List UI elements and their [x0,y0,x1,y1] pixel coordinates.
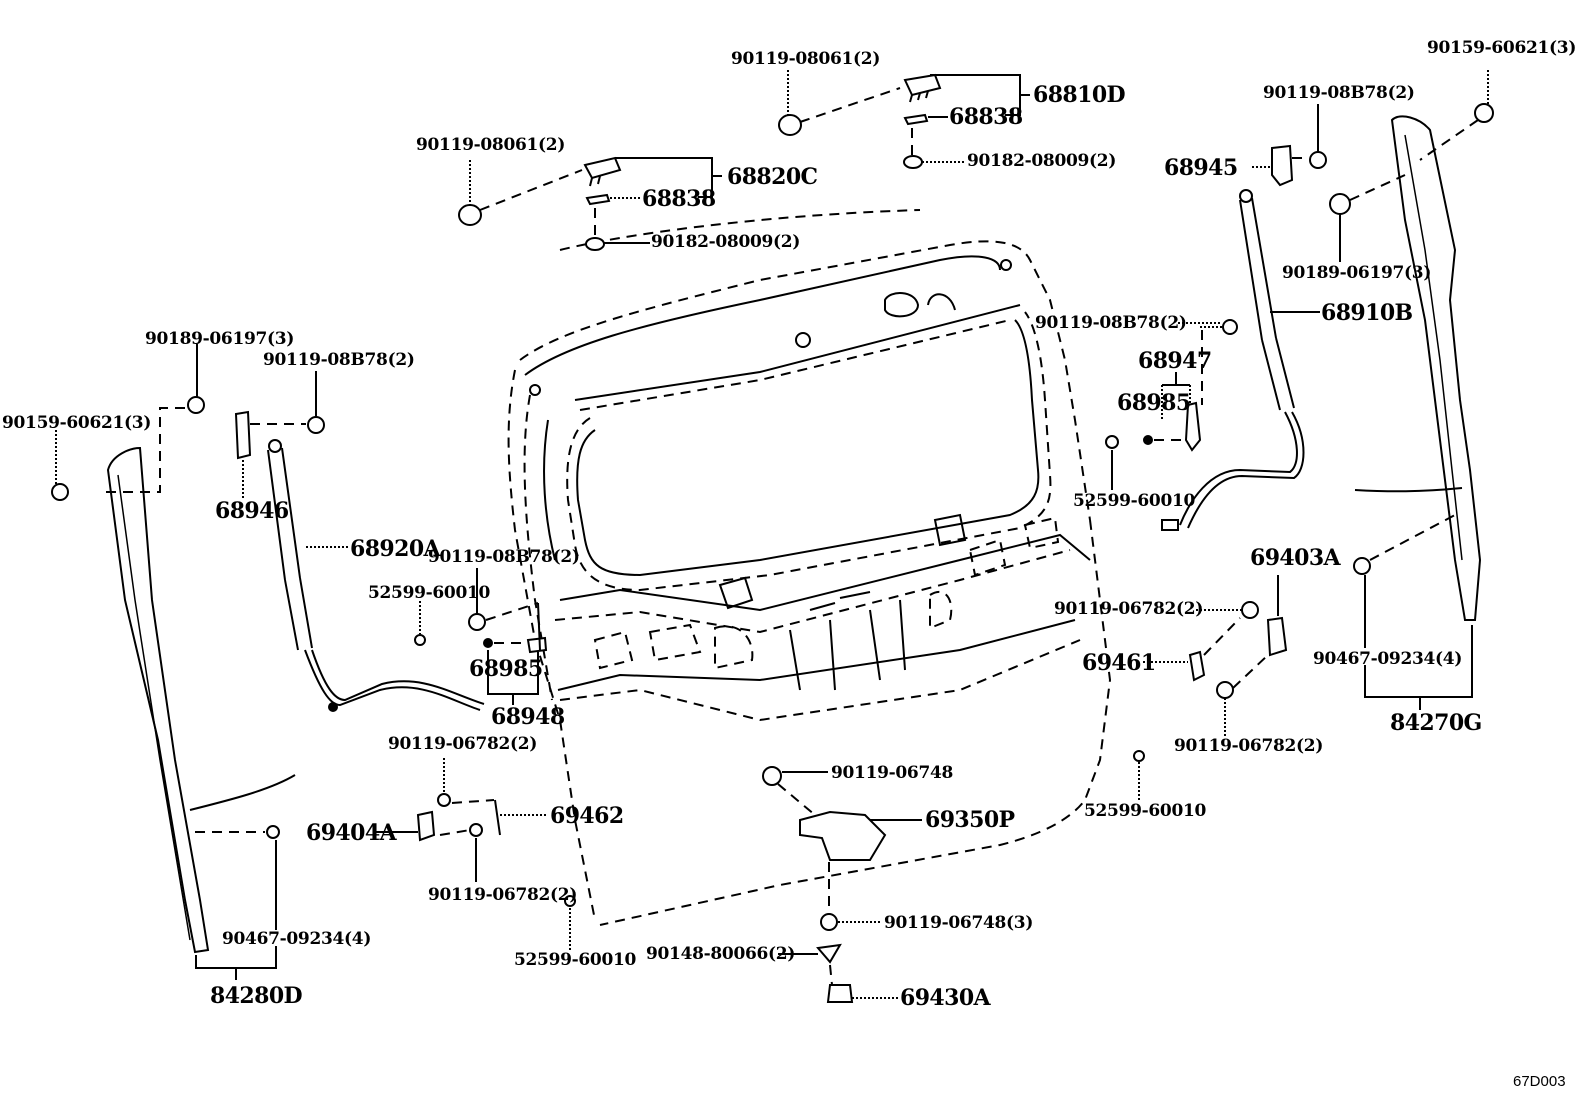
callout-90159-60621-left[interactable]: 90159-60621(3) [2,413,152,433]
callout-68945[interactable]: 68945 [1164,155,1238,181]
hinge-right [778,73,942,169]
callout-90189-06197-right[interactable]: 90189-06197(3) [1282,263,1432,283]
callout-68948[interactable]: 68948 [491,704,565,730]
callout-69461[interactable]: 69461 [1082,650,1156,676]
callout-68838-left[interactable]: 68838 [642,186,716,212]
callout-90159-60621-right[interactable]: 90159-60621(3) [1427,38,1577,58]
back-door-panel [507,209,1112,926]
callout-68985-left[interactable]: 68985 [469,656,543,682]
callout-84280D[interactable]: 84280D [210,983,303,1009]
callout-68838-right[interactable]: 68838 [949,104,1023,130]
callout-90119-08B78-top-right[interactable]: 90119-08B78(2) [1263,83,1415,103]
callout-90182-08009-left[interactable]: 90182-08009(2) [651,232,801,252]
callout-90119-06782-lower-right[interactable]: 90119-06782(2) [1174,736,1324,756]
fasteners [51,103,1494,1003]
callout-52599-60010-left[interactable]: 52599-60010 [368,583,491,603]
callout-90119-08B78-mid-left[interactable]: 90119-08B78(2) [428,547,580,567]
callout-90189-06197-left[interactable]: 90189-06197(3) [145,329,295,349]
callout-69462[interactable]: 69462 [550,803,624,829]
callout-90119-06782-upper-right[interactable]: 90119-06782(2) [1054,599,1204,619]
callout-90467-09234-left[interactable]: 90467-09234(4) [222,929,372,949]
callout-90119-08B78-left[interactable]: 90119-08B78(2) [263,350,415,370]
hinge-left [458,156,622,251]
leader-lines [55,70,1489,999]
callout-68947[interactable]: 68947 [1138,348,1212,374]
callout-52599-60010-bottom[interactable]: 52599-60010 [514,950,637,970]
callout-84270G[interactable]: 84270G [1390,710,1482,736]
callout-69404A[interactable]: 69404A [306,820,397,846]
callout-68820C[interactable]: 68820C [727,164,818,190]
callout-69430A[interactable]: 69430A [900,985,991,1011]
callout-90119-06782-lower-left[interactable]: 90119-06782(2) [428,885,578,905]
callout-52599-60010-lower-right[interactable]: 52599-60010 [1084,801,1207,821]
callout-90119-08061-right[interactable]: 90119-08061(2) [731,49,881,69]
garnish-right [1354,115,1482,621]
callout-90148-80066[interactable]: 90148-80066(2) [646,944,796,964]
callout-68946[interactable]: 68946 [215,498,289,524]
gas-strut-left [267,439,485,712]
callout-90119-08061-left[interactable]: 90119-08061(2) [416,135,566,155]
callout-68910B[interactable]: 68910B [1321,300,1413,326]
callout-68920A[interactable]: 68920A [350,536,441,562]
callout-90467-09234-right[interactable]: 90467-09234(4) [1313,649,1463,669]
callout-68985-right[interactable]: 68985 [1117,390,1191,416]
callout-90119-06748-3[interactable]: 90119-06748(3) [884,913,1034,933]
gas-strut-right [1161,189,1305,531]
callout-69350P[interactable]: 69350P [925,807,1015,833]
callout-90119-08B78-mid-right[interactable]: 90119-08B78(2) [1035,313,1187,333]
callout-90182-08009-right[interactable]: 90182-08009(2) [967,151,1117,171]
garnish-left [106,446,296,954]
callout-68810D[interactable]: 68810D [1033,82,1126,108]
callout-90119-06782-upper-left[interactable]: 90119-06782(2) [388,734,538,754]
callout-90119-06748[interactable]: 90119-06748 [831,763,954,783]
figure-code: 67D003 [1513,1073,1566,1090]
callout-69403A[interactable]: 69403A [1250,545,1341,571]
callout-52599-60010-upper-right[interactable]: 52599-60010 [1073,491,1196,511]
